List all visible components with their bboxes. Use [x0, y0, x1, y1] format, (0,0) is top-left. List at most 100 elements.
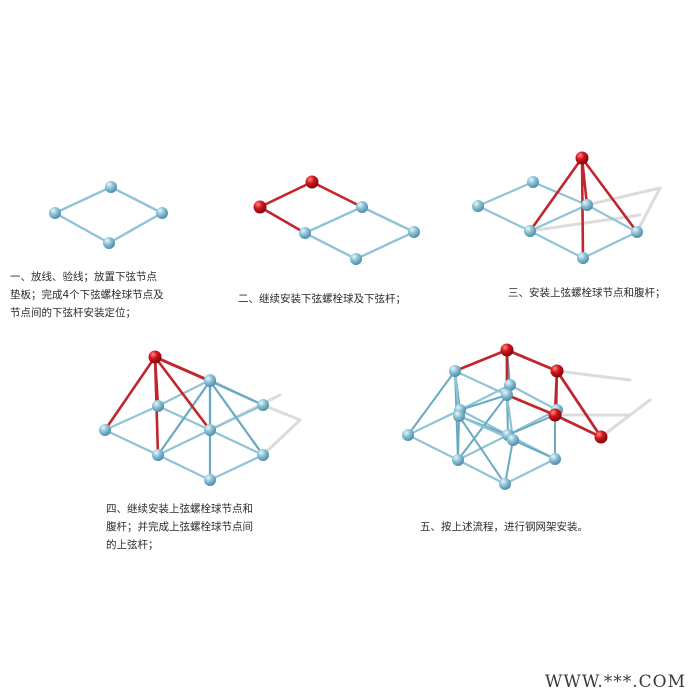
- fig4-bottom-chord-member: [103, 404, 160, 432]
- fig5-new-top-chord-member: [553, 413, 603, 439]
- fig5-bottom-chord-member: [503, 457, 557, 486]
- fig5-top-chord-member: [453, 369, 509, 397]
- fig3-bottom-chord-member: [585, 203, 639, 234]
- fig5-web-member: [504, 439, 514, 485]
- step-5-line-1: 五、按上述流程，进行钢网架安装。: [420, 521, 588, 533]
- fig5-node: [449, 365, 461, 377]
- fig4-bottom-node: [99, 424, 111, 436]
- fig3-web-member: [528, 156, 584, 233]
- step-1-caption: 一、放线、验线；放置下弦节点 垫板；完成4个下弦螺栓球节点及 节点间的下弦杆安装…: [10, 268, 164, 322]
- step-1-line-3: 节点间的下弦杆安装定位；: [10, 307, 136, 319]
- fig5-web-member: [458, 415, 506, 485]
- fig4-bottom-chord-member: [208, 453, 265, 482]
- fig4-top-chord-member: [153, 355, 212, 383]
- step-2-line-1: 二、继续安装下弦螺栓球及下弦杆；: [238, 293, 406, 305]
- fig5-node: [501, 389, 513, 401]
- fig5-shadow: [555, 369, 632, 382]
- fig2-bottom-chord-member: [360, 205, 416, 234]
- fig5-bottom-chord-member: [458, 383, 512, 412]
- fig3-bottom-chord-member: [476, 180, 535, 208]
- watermark: WWW.***.COM: [544, 672, 686, 692]
- fig1-bottom-node: [156, 207, 168, 219]
- fig5-web-member: [457, 415, 460, 461]
- step-1-line-1: 一、放线、验线；放置下弦节点: [10, 271, 157, 283]
- fig5-bottom-chord-member: [456, 433, 510, 462]
- fig3-bottom-node: [631, 226, 643, 238]
- fig4-bottom-chord-member: [156, 453, 212, 482]
- fig5-web-member: [512, 439, 556, 460]
- fig5-bottom-chord-member: [456, 458, 507, 486]
- fig2-bottom-chord-member: [354, 230, 416, 261]
- step-3-caption: 三、安装上弦螺栓球节点和腹杆；: [508, 284, 666, 302]
- fig2-bottom-chord-member: [303, 231, 358, 261]
- fig4-bottom-node: [257, 449, 269, 461]
- fig5-new-top-chord-member: [453, 348, 509, 373]
- fig2-bottom-node: [299, 227, 311, 239]
- fig4-web-member: [208, 379, 265, 407]
- fig4-bottom-node: [152, 400, 164, 412]
- fig2-new-chord-member: [258, 180, 314, 209]
- fig3-bottom-chord-member: [476, 204, 532, 233]
- fig4-bottom-chord-member: [208, 428, 265, 457]
- fig4-web-member: [156, 379, 212, 457]
- fig1-bottom-chord-member: [107, 211, 164, 245]
- step-1-line-2: 垫板；完成4个下弦螺栓球节点及: [10, 289, 164, 301]
- fig1-bottom-chord-member: [53, 211, 111, 245]
- fig2-bottom-node: [356, 201, 368, 213]
- fig4-bottom-node: [204, 424, 216, 436]
- step-4-caption: 四、继续安装上弦螺栓球节点和 腹杆；并完成上弦螺栓球节点间 的上弦杆；: [106, 500, 253, 554]
- fig3-bottom-chord-member: [531, 180, 589, 207]
- fig5-node: [499, 478, 511, 490]
- fig5-bottom-chord-member: [406, 433, 460, 462]
- fig4-bottom-node: [257, 399, 269, 411]
- fig5-node: [549, 453, 561, 465]
- fig5-node: [507, 434, 519, 446]
- fig2-new-chord-member: [258, 205, 307, 235]
- fig5-new-top-node: [500, 343, 514, 357]
- fig2-new-chord-member: [310, 180, 364, 209]
- fig5-web-member: [407, 370, 456, 436]
- fig5-web-member: [459, 394, 508, 411]
- fig2-new-bottom-node: [253, 200, 267, 214]
- fig3-shadow: [528, 213, 642, 233]
- fig4-shadow: [261, 403, 302, 422]
- fig2-bottom-chord-member: [303, 205, 364, 235]
- fig3-web-member: [580, 156, 639, 234]
- step-4-line-1: 四、继续安装上弦螺栓球节点和: [106, 503, 253, 515]
- fig5-web-member: [507, 414, 556, 436]
- fig5-bottom-chord-member: [508, 383, 559, 412]
- fig4-shadow: [261, 418, 302, 457]
- fig5-shadow: [599, 398, 652, 439]
- fig1-bottom-chord-member: [53, 185, 113, 215]
- fig2-bottom-node: [408, 226, 420, 238]
- fig5-new-top-chord-member: [555, 369, 603, 439]
- fig4-web-member: [208, 379, 265, 457]
- fig5-node: [452, 454, 464, 466]
- fig3-bottom-node: [472, 200, 484, 212]
- fig3-shadow: [585, 186, 662, 207]
- fig5-new-top-chord-member: [505, 393, 557, 417]
- fig5-node: [453, 410, 465, 422]
- step-5-caption: 五、按上述流程，进行钢网架安装。: [420, 518, 588, 536]
- fig3-bottom-chord-member: [528, 229, 585, 260]
- fig3-bottom-chord-member: [581, 230, 639, 260]
- fig4-bottom-chord-member: [156, 378, 212, 408]
- fig1-bottom-node: [105, 181, 117, 193]
- fig4-top-node: [204, 375, 216, 387]
- fig2-new-bottom-node: [305, 175, 319, 189]
- fig4-bottom-chord-member: [103, 428, 160, 457]
- fig2-bottom-node: [350, 253, 362, 265]
- fig4-bottom-node: [152, 449, 164, 461]
- fig3-top-node: [575, 151, 589, 165]
- fig1-bottom-node: [103, 237, 115, 249]
- fig5-node: [504, 379, 516, 391]
- fig5-node: [402, 429, 414, 441]
- fig3-shadow: [635, 186, 662, 234]
- fig5-new-top-node: [550, 364, 564, 378]
- fig4-new-top-node: [148, 350, 162, 364]
- fig5-new-top-node: [594, 430, 608, 444]
- fig3-bottom-node: [577, 252, 589, 264]
- shadow-layer: [208, 186, 662, 457]
- step-3-line-1: 三、安装上弦螺栓球节点和腹杆；: [508, 287, 666, 299]
